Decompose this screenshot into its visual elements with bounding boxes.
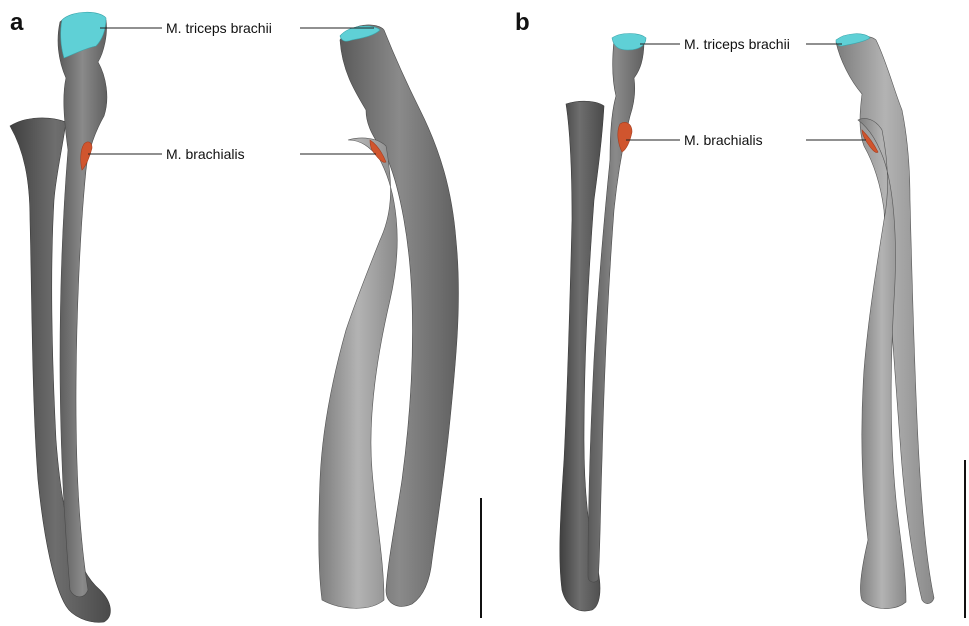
panel-a-ulna-left — [58, 14, 107, 597]
panel-a-medial-view — [319, 25, 459, 608]
panel-a-brachialis-label: M. brachialis — [166, 146, 245, 162]
panel-b-brachialis-attachment-left — [618, 122, 632, 152]
panel-a-radius-right — [319, 138, 398, 608]
panel-b-triceps-label: M. triceps brachii — [684, 36, 790, 52]
panel-a-triceps-label: M. triceps brachii — [166, 20, 272, 36]
panel-a: a M. triceps brachii M. brachiali — [10, 9, 481, 622]
panel-b-brachialis-label: M. brachialis — [684, 132, 763, 148]
panel-b: b M. triceps brachii M. brachialis — [515, 9, 965, 618]
panel-b-letter: b — [515, 9, 530, 36]
panel-b-medial-view — [836, 34, 934, 609]
panel-b-lateral-view — [560, 34, 646, 612]
panel-a-letter: a — [10, 9, 24, 36]
panel-a-lateral-view — [10, 12, 110, 622]
